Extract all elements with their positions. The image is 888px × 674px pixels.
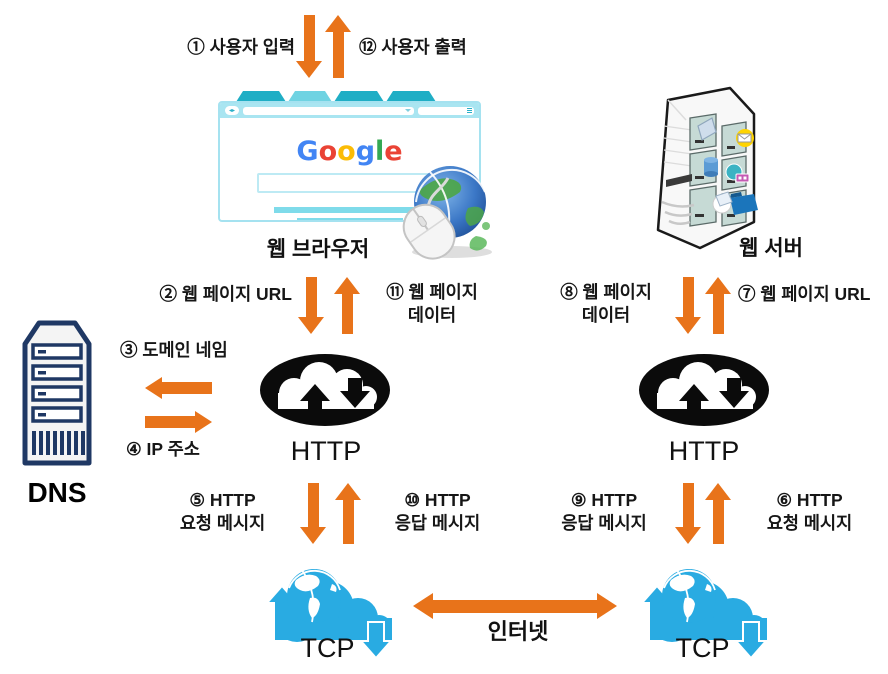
label-web-page-url-request: ② 웹 페이지 URL (159, 284, 292, 304)
result-bar (273, 207, 426, 213)
up-arrow-icon (300, 384, 330, 409)
http-to-tcp-down-arrow-right (675, 483, 701, 544)
google-logo: Google (220, 138, 479, 165)
dns-server-illustration (22, 320, 92, 466)
globe-icon (662, 569, 716, 623)
disc-slot (666, 174, 692, 187)
result-bar (296, 218, 403, 220)
down-arrow-icon (719, 378, 749, 408)
web-globe-icon (725, 163, 750, 183)
http-cloud-icon-right (639, 354, 769, 426)
tcp-to-http-up-arrow-left (335, 483, 361, 544)
database-icon (704, 157, 718, 177)
down-arrow-icon (358, 621, 394, 660)
label-http-request-right: ⑥ HTTP 요청 메시지 (766, 490, 853, 534)
label-web-server: 웹 서버 (739, 237, 803, 260)
label-http-request-left: ⑤ HTTP 요청 메시지 (179, 490, 266, 534)
browser-to-http-down-arrow (298, 277, 324, 334)
browser-search-box (418, 106, 474, 115)
label-domain-name: ③ 도메인 네임 (120, 340, 228, 360)
folder-icon (712, 191, 758, 215)
label-tcp-left: TCP (300, 633, 355, 663)
label-http-response-right: ⑨ HTTP 응답 메시지 (561, 490, 647, 534)
label-server-web-page-url: ⑦ 웹 페이지 URL (738, 284, 871, 304)
globe-mouse-icon (402, 166, 492, 260)
label-tcp-right: TCP (675, 633, 730, 663)
google-logo-letter: g (355, 136, 376, 167)
tcp-to-http-up-arrow-right (705, 483, 731, 544)
mail-icon (736, 129, 754, 147)
browser-tab (288, 91, 332, 102)
label-ip-address: ④ IP 주소 (126, 439, 200, 459)
google-logo-letter: G (296, 136, 319, 167)
tcp-cloud-icon-left (264, 569, 394, 660)
http-to-dns-left-arrow (145, 377, 212, 399)
http-to-tcp-down-arrow-left (300, 483, 326, 544)
google-logo-letter: o (337, 136, 356, 167)
address-bar (243, 106, 414, 115)
globe-icon (287, 569, 341, 623)
dns-to-http-right-arrow (145, 411, 212, 433)
browser-tab (236, 91, 286, 102)
user-output-up-arrow (325, 15, 351, 78)
browser-tab (386, 91, 436, 102)
label-http-right: HTTP (668, 436, 740, 466)
label-http-left: HTTP (290, 436, 362, 466)
browser-tabs (236, 91, 436, 102)
internet-double-arrow (413, 592, 617, 620)
web-server-illustration (656, 86, 758, 250)
label-web-browser: 웹 브라우저 (266, 238, 370, 261)
http-cloud-icon-left (260, 354, 390, 426)
http-to-browser-up-arrow (334, 277, 360, 334)
back-forward-icon: ◂▸ (225, 106, 239, 115)
user-input-down-arrow (296, 15, 322, 78)
google-logo-letter: e (384, 136, 403, 167)
browser-toolbar: ◂▸ (220, 103, 479, 118)
label-web-page-data-response: ⑪ 웹 페이지 데이터 (386, 282, 478, 326)
google-logo-letter: l (375, 136, 385, 167)
tcp-cloud-icon-right (639, 569, 769, 660)
down-arrow-icon (733, 621, 769, 660)
browser-tab (334, 91, 384, 102)
label-user-input: ① 사용자 입력 (187, 37, 295, 57)
paper-icon (697, 117, 717, 141)
label-internet: 인터넷 (487, 619, 549, 644)
up-arrow-icon (679, 384, 709, 409)
label-http-response-left: ⑩ HTTP 응답 메시지 (394, 490, 481, 534)
motion-lines (661, 200, 695, 225)
label-dns: DNS (27, 477, 87, 508)
google-logo-letter: o (318, 136, 338, 167)
mouse-icon (402, 203, 456, 260)
down-arrow-icon (340, 378, 370, 408)
http-to-server-down-arrow (675, 277, 701, 334)
server-to-http-up-arrow (705, 277, 731, 334)
label-user-output: ⑫ 사용자 출력 (359, 37, 467, 57)
label-server-web-page-data: ⑧ 웹 페이지 데이터 (560, 282, 652, 326)
